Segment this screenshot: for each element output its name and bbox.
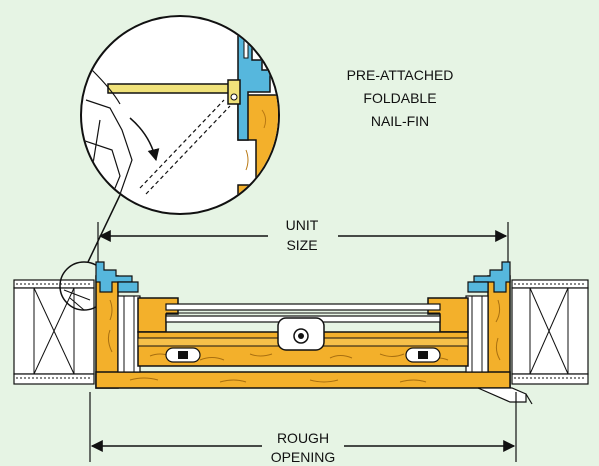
- callout-line-1: PRE-ATTACHED: [347, 67, 454, 83]
- unit-size-label-1: UNIT: [286, 217, 319, 233]
- callout-line-2: FOLDABLE: [363, 90, 436, 106]
- unit-size-label-2: SIZE: [286, 237, 317, 253]
- right-wall-section: [511, 279, 589, 385]
- unit-size-dimension: UNIT SIZE: [97, 217, 509, 262]
- callout-line-3: NAIL-FIN: [371, 113, 429, 129]
- nail-fin-callout: PRE-ATTACHED FOLDABLE NAIL-FIN: [347, 67, 454, 129]
- magnifier-detail: [80, 15, 280, 263]
- left-wall-section: [13, 279, 95, 385]
- rough-opening-label-2: OPENING: [271, 449, 336, 465]
- rough-opening-label-1: ROUGH: [277, 430, 329, 446]
- window-cross-section: [95, 261, 533, 405]
- rough-opening-dimension: ROUGH OPENING: [89, 392, 517, 465]
